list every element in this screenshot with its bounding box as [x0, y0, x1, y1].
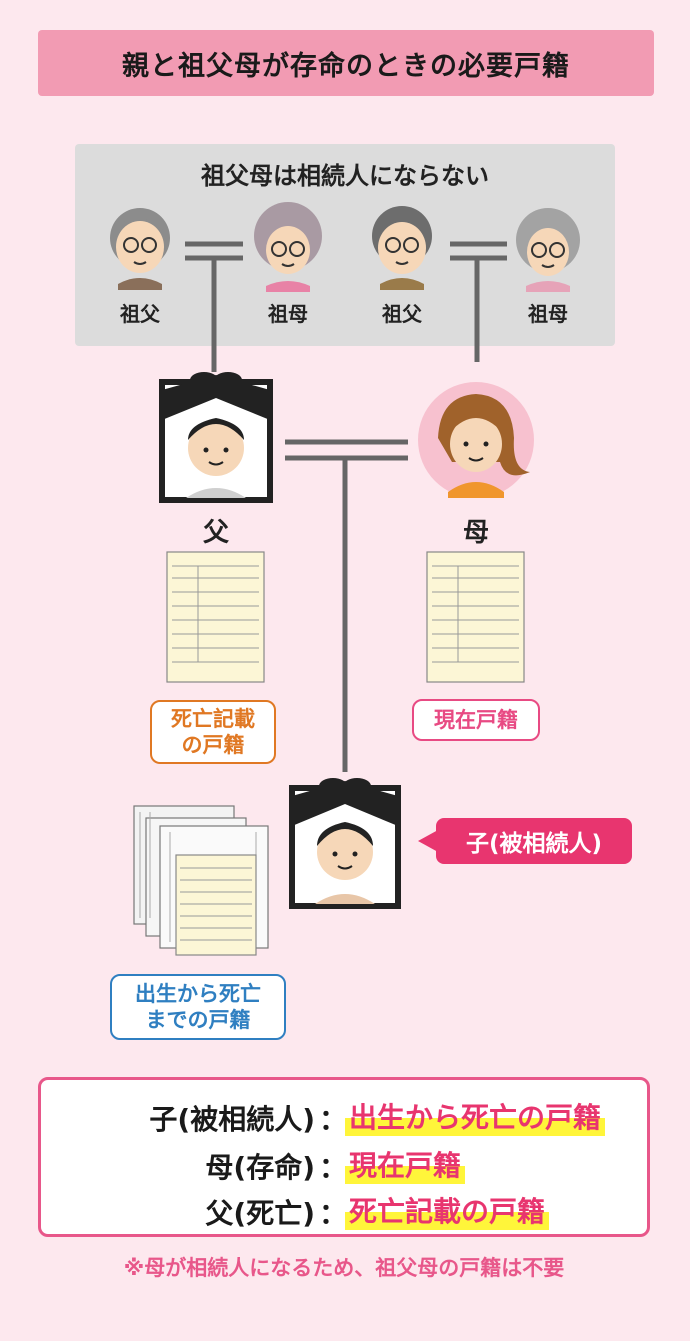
summary-row-child-subject: 子(被相続人)	[149, 1103, 315, 1136]
summary-row-child: 子(被相続人) ： 出生から死亡の戸籍	[41, 1094, 653, 1140]
grandmother-1-avatar	[254, 202, 322, 292]
father-doc-tag-line1: 死亡記載	[171, 706, 255, 731]
grandfather-2-label: 祖父	[382, 302, 422, 326]
child-doc-tag: 出生から死亡 までの戸籍	[110, 974, 286, 1040]
grandmother-2-avatar	[516, 208, 580, 292]
child-doc-tag-line1: 出生から死亡	[135, 981, 261, 1006]
child-koseki-document-stack	[133, 805, 269, 956]
grandfather-2-avatar	[372, 206, 432, 290]
summary-row-mother-colon: ：	[319, 1151, 348, 1184]
summary-row-father-subject: 父(死亡)	[205, 1197, 315, 1230]
grandmother-1-label: 祖母	[268, 302, 308, 326]
child-memorial-portrait	[289, 778, 401, 909]
footnote: ※母が相続人になるため、祖父母の戸籍は不要	[123, 1256, 565, 1280]
mother-label: 母	[462, 518, 489, 548]
summary-row-mother-subject: 母(存命)	[205, 1151, 315, 1184]
connector-lines	[185, 241, 507, 772]
mother-koseki-document	[426, 551, 525, 683]
summary-row-mother: 母(存命) ： 現在戸籍	[41, 1142, 653, 1188]
father-doc-tag-line2: の戸籍	[181, 733, 245, 757]
grandparents-heading: 祖父母は相続人にならない	[201, 162, 489, 190]
summary-row-father-document: 死亡記載の戸籍	[345, 1190, 550, 1230]
mother-avatar	[418, 382, 534, 498]
father-memorial-portrait	[159, 372, 273, 503]
summary-row-mother-document: 現在戸籍	[345, 1144, 466, 1184]
grandmother-2-label: 祖母	[528, 302, 568, 326]
grandfather-1-avatar	[110, 208, 170, 290]
page-title: 親と祖父母が存命のときの必要戸籍	[38, 30, 654, 96]
grandfather-1-label: 祖父	[120, 302, 160, 326]
summary-box: 子(被相続人) ： 出生から死亡の戸籍 母(存命) ： 現在戸籍 父(死亡) ：…	[38, 1077, 650, 1237]
summary-row-child-document: 出生から死亡の戸籍	[345, 1096, 606, 1136]
summary-row-child-colon: ：	[319, 1103, 348, 1136]
summary-row-father-colon: ：	[319, 1197, 348, 1230]
father-doc-tag: 死亡記載 の戸籍	[150, 700, 276, 764]
summary-row-father: 父(死亡) ： 死亡記載の戸籍	[41, 1188, 653, 1234]
father-koseki-document	[166, 551, 265, 683]
mother-doc-tag: 現在戸籍	[412, 699, 540, 741]
child-deceased-tag: 子(被相続人)	[436, 818, 632, 864]
child-doc-tag-line2: までの戸籍	[145, 1008, 251, 1032]
father-label: 父	[202, 518, 229, 548]
child-tag-pointer	[418, 830, 438, 852]
